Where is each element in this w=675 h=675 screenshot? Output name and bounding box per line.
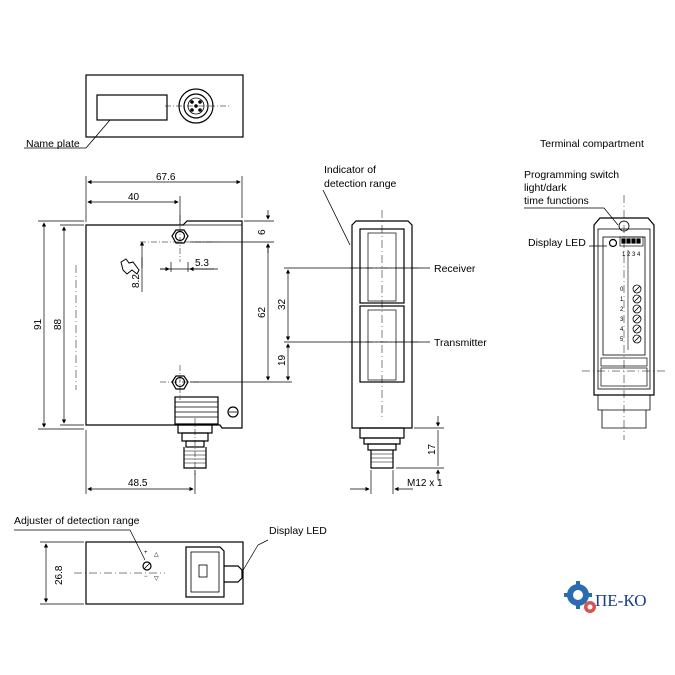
side-dimensions xyxy=(284,267,444,494)
terminal-compartment xyxy=(524,195,668,440)
name-plate-leader xyxy=(24,119,111,149)
display-led-bottom-icon xyxy=(224,565,243,583)
dim-height-88: 88 xyxy=(53,318,64,330)
dim-hole-8-2: 8.2 xyxy=(131,274,142,288)
screw-icon xyxy=(227,406,239,418)
side-view-body xyxy=(351,220,413,429)
receiver-label: Receiver xyxy=(434,263,476,275)
adjuster-plus: + xyxy=(144,550,148,556)
adjuster-increase-icon: △ xyxy=(154,552,159,558)
dim-depth-26-8: 26.8 xyxy=(54,565,65,585)
dim-thread-m12: M12 x 1 xyxy=(407,478,443,489)
dim-width-48-5: 48.5 xyxy=(128,478,148,489)
indicator-label-2: detection range xyxy=(324,178,397,190)
adjuster-icon xyxy=(142,561,152,571)
terminal-compartment-title: Terminal compartment xyxy=(540,138,644,150)
front-view xyxy=(75,215,243,475)
top-view xyxy=(24,74,244,149)
indicator-label-1: Indicator of xyxy=(324,164,376,176)
dim-height-91: 91 xyxy=(33,318,44,330)
gear-small-icon xyxy=(584,601,596,613)
wrench-icon xyxy=(120,258,140,275)
terminal-number-2: 2 xyxy=(620,307,624,313)
display-led-bottom-label: Display LED xyxy=(269,525,327,537)
top-view-body xyxy=(85,74,244,138)
adjuster-label: Adjuster of detection range xyxy=(14,515,140,527)
dim-gap-6: 6 xyxy=(257,229,268,235)
dim-width-40: 40 xyxy=(128,192,140,203)
dim-width-67-6: 67.6 xyxy=(156,172,176,183)
m12-connector-side xyxy=(359,427,405,469)
dim-height-19: 19 xyxy=(277,354,288,366)
adjuster-decrease-icon: ▽ xyxy=(154,576,159,582)
programming-switch-label-3: time functions xyxy=(524,195,589,207)
switch-numbers: 1 2 3 4 xyxy=(622,252,641,258)
mounting-nut-icon xyxy=(171,375,189,390)
gear-icon xyxy=(564,581,592,609)
logo-text: ПЕ-КО xyxy=(595,591,647,610)
dim-hole-5-3: 5.3 xyxy=(195,258,209,269)
dim-height-17: 17 xyxy=(427,443,438,455)
terminal-compartment-body xyxy=(593,217,655,396)
front-dimensions xyxy=(38,176,292,494)
display-led-icon xyxy=(608,238,618,248)
name-plate-label: Name plate xyxy=(26,138,80,150)
terminal-number-5: 5 xyxy=(620,337,624,343)
adjuster-minus: − xyxy=(144,574,148,580)
mounting-nut-icon xyxy=(171,229,189,244)
dim-height-62: 62 xyxy=(257,306,268,318)
side-view xyxy=(322,189,420,469)
bottom-view xyxy=(14,529,269,605)
transmitter-label: Transmitter xyxy=(434,337,487,349)
terminal-number-4: 4 xyxy=(620,327,624,333)
name-plate-rect xyxy=(96,94,168,121)
terminal-cover xyxy=(174,396,219,425)
terminal-screws xyxy=(632,284,642,344)
front-view-body xyxy=(85,220,243,429)
programming-switch-label-1: Programming switch xyxy=(524,169,619,181)
terminal-number-1: 1 xyxy=(620,297,624,303)
dim-height-32: 32 xyxy=(277,298,288,310)
display-led-terminal-label: Display LED xyxy=(528,237,586,249)
programming-switch-block xyxy=(619,236,644,247)
logo: ПЕ-КО xyxy=(564,581,647,613)
terminal-number-3: 3 xyxy=(620,317,624,323)
terminal-number-0: 0 xyxy=(620,287,624,293)
programming-switch-label-2: light/dark xyxy=(524,182,567,194)
